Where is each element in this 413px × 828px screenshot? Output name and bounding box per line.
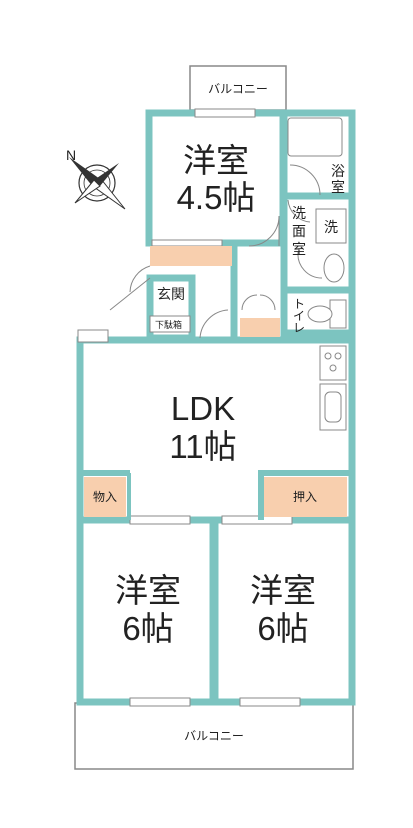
wash-basin bbox=[323, 253, 345, 283]
toilet-label-2: イ bbox=[293, 309, 305, 323]
ldk-size: 11帖 bbox=[169, 428, 236, 465]
storage-mono-label: 物入 bbox=[93, 490, 117, 504]
storage-oshiire-bg bbox=[263, 477, 347, 517]
washer-label: 洗 bbox=[324, 219, 338, 235]
washer-pan bbox=[315, 208, 347, 244]
shoe-box-label: 下駄箱 bbox=[155, 319, 182, 330]
western-right-size: 6帖 bbox=[257, 610, 308, 647]
closet-top bbox=[150, 246, 232, 266]
balcony-top bbox=[189, 65, 287, 111]
ldk-name: LDK bbox=[171, 390, 235, 427]
western-left-size: 6帖 bbox=[122, 610, 173, 647]
storage-oshiire-label: 押入 bbox=[293, 490, 317, 504]
compass-label: N bbox=[66, 147, 76, 163]
storage-mono-bg bbox=[84, 477, 126, 517]
western-top-size: 4.5帖 bbox=[177, 179, 256, 216]
entrance-label: 玄関 bbox=[157, 286, 185, 302]
balcony-bottom-label: バルコニー bbox=[184, 729, 244, 743]
compass-icon bbox=[69, 157, 126, 210]
stove bbox=[319, 345, 347, 381]
shoe-box bbox=[149, 315, 191, 333]
western-top-name: 洋室 bbox=[183, 142, 249, 179]
door-swings bbox=[109, 164, 323, 339]
washroom-label-3: 室 bbox=[292, 241, 306, 257]
fixtures bbox=[149, 117, 347, 431]
bath-label-2: 室 bbox=[331, 179, 345, 195]
western-right-name: 洋室 bbox=[250, 572, 316, 609]
toilet-bowl bbox=[307, 305, 333, 323]
western-left-name: 洋室 bbox=[115, 572, 181, 609]
toilet-label-1: ト bbox=[293, 297, 305, 311]
washroom-label-1: 洗 bbox=[292, 205, 306, 221]
openings bbox=[77, 108, 301, 707]
washroom-label-2: 面 bbox=[292, 223, 306, 239]
toilet-label-3: レ bbox=[293, 321, 305, 335]
balcony-bottom bbox=[74, 702, 354, 770]
closet-hall bbox=[240, 318, 280, 337]
bath-label-1: 浴 bbox=[331, 163, 345, 179]
bathtub bbox=[287, 117, 343, 157]
balcony-top-label: バルコニー bbox=[208, 82, 268, 96]
